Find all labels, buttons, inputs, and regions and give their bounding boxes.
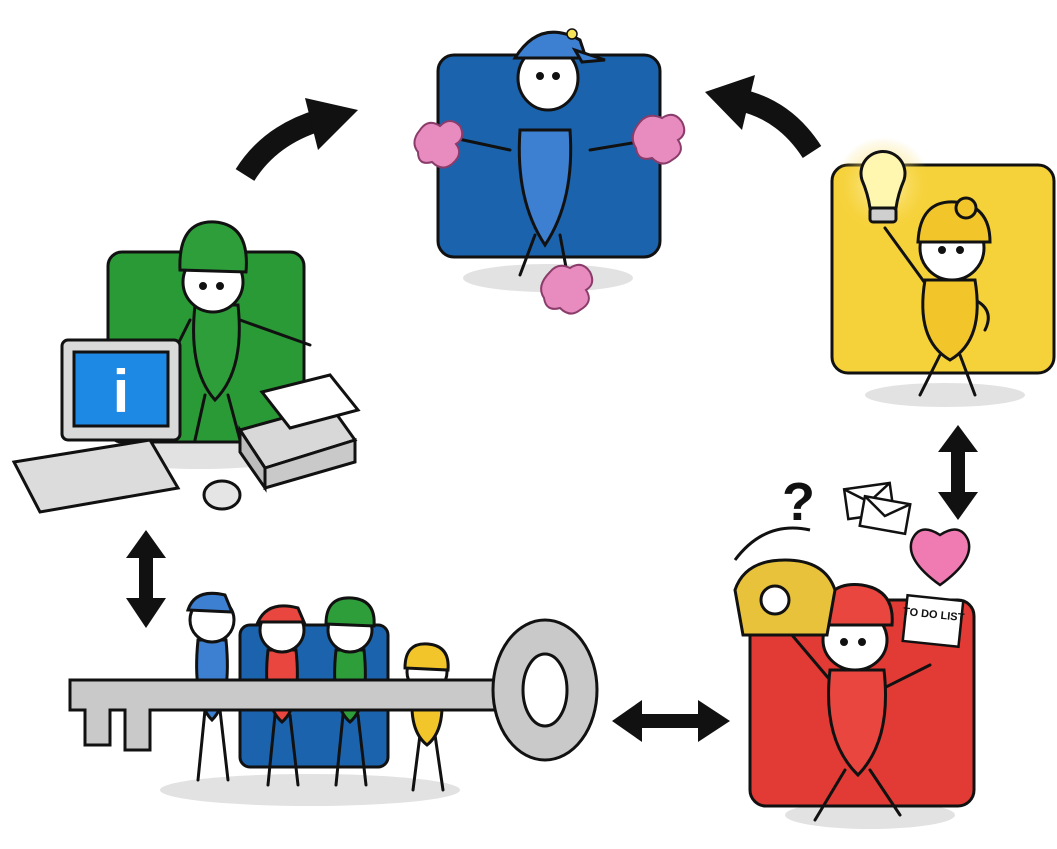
arrow-yellow-red <box>938 425 978 520</box>
question-mark-icon: ? <box>782 472 815 532</box>
heart-icon <box>909 528 971 587</box>
mouse-icon <box>202 479 242 511</box>
light-bulb-icon <box>859 149 907 224</box>
arrow-yellow-to-blue <box>705 75 822 159</box>
envelopes-icon <box>842 481 912 536</box>
puzzle-piece-icon <box>631 113 686 165</box>
arrow-red-key <box>612 700 730 742</box>
shadow <box>785 801 955 829</box>
arrow-green-to-blue <box>235 98 358 182</box>
computer-monitor-icon: i <box>60 338 182 442</box>
keyboard-icon <box>11 438 181 514</box>
key-icon <box>68 618 599 762</box>
group-key-node <box>68 591 599 806</box>
green-beanie-figure <box>168 220 312 442</box>
monitor-info-glyph: i <box>113 358 130 425</box>
yellow-beanie-figure <box>883 196 992 397</box>
shadow <box>865 383 1025 407</box>
printer-icon <box>237 373 361 493</box>
blue-panel-node <box>413 28 686 315</box>
todo-list-icon: TO DO LIST <box>901 593 965 649</box>
green-panel-node: i <box>11 220 361 514</box>
group-figure-yellow <box>403 642 450 792</box>
red-panel-node: ? TO DO LIST <box>733 472 976 829</box>
yellow-panel-node <box>830 137 1056 407</box>
blue-cap-figure <box>438 28 652 280</box>
shadow <box>160 774 460 806</box>
puzzle-piece-icon <box>540 263 594 315</box>
puzzle-piece-icon <box>413 120 464 169</box>
arrow-key-green <box>126 530 166 628</box>
telephone-icon <box>733 526 837 637</box>
